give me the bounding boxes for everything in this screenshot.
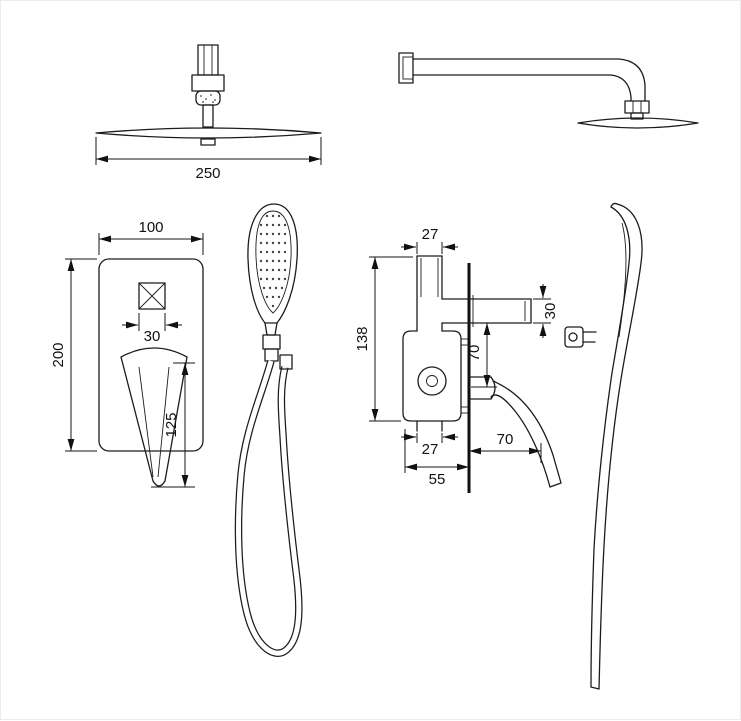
mixer-plate [98, 258, 204, 452]
dim-label-27-top: 27 [422, 226, 439, 243]
shower-hose [234, 354, 303, 657]
dim-head-width: 250 [95, 137, 322, 182]
hand-shower-head [247, 203, 298, 324]
dim-label-200: 200 [50, 342, 67, 367]
dim-label-125: 125 [163, 412, 180, 437]
dim-handle-reach: 70 [469, 431, 542, 463]
dim-label-27-bottom: 27 [422, 441, 439, 458]
dim-label-250: 250 [195, 165, 220, 182]
wall-bracket [564, 326, 597, 348]
diverter-button [138, 282, 166, 310]
dim-label-70-horizontal: 70 [497, 431, 514, 448]
dim-valve-bottom-pipe: 27 [401, 433, 458, 458]
dim-diverter: 30 [122, 313, 182, 345]
mixer-plate-front: 100 200 30 125 [50, 219, 204, 488]
hand-shower-side [564, 202, 643, 690]
dim-valve-depth: 55 [404, 429, 469, 488]
dim-label-70-vertical: 70 [466, 345, 483, 362]
valve-knob [417, 366, 447, 396]
rain-head-disc [95, 127, 322, 139]
dim-handle-length: 125 [151, 362, 195, 488]
mixer-handle [120, 347, 188, 487]
dim-plate-width: 100 [98, 219, 204, 255]
shower-arm-side [398, 52, 699, 129]
dim-label-55: 55 [429, 471, 446, 488]
overhead-shower-front: 250 [95, 44, 322, 182]
valve-section: 27 138 30 70 27 [354, 226, 562, 493]
spray-face-dots [259, 214, 287, 308]
dim-label-100: 100 [138, 219, 163, 236]
dim-valve-top-pipe: 27 [401, 226, 458, 254]
dim-label-30-diverter: 30 [144, 328, 161, 345]
dim-spout-to-handle: 70 [466, 323, 497, 388]
arm-head-disc [577, 117, 699, 129]
hand-shower-front [234, 203, 303, 657]
dim-spout-diameter: 30 [533, 284, 559, 338]
dim-valve-height: 138 [354, 256, 413, 422]
valve-lever [468, 376, 562, 488]
dim-label-30-spout: 30 [542, 303, 559, 320]
dim-label-138: 138 [354, 326, 371, 351]
dim-plate-height: 200 [50, 258, 97, 452]
